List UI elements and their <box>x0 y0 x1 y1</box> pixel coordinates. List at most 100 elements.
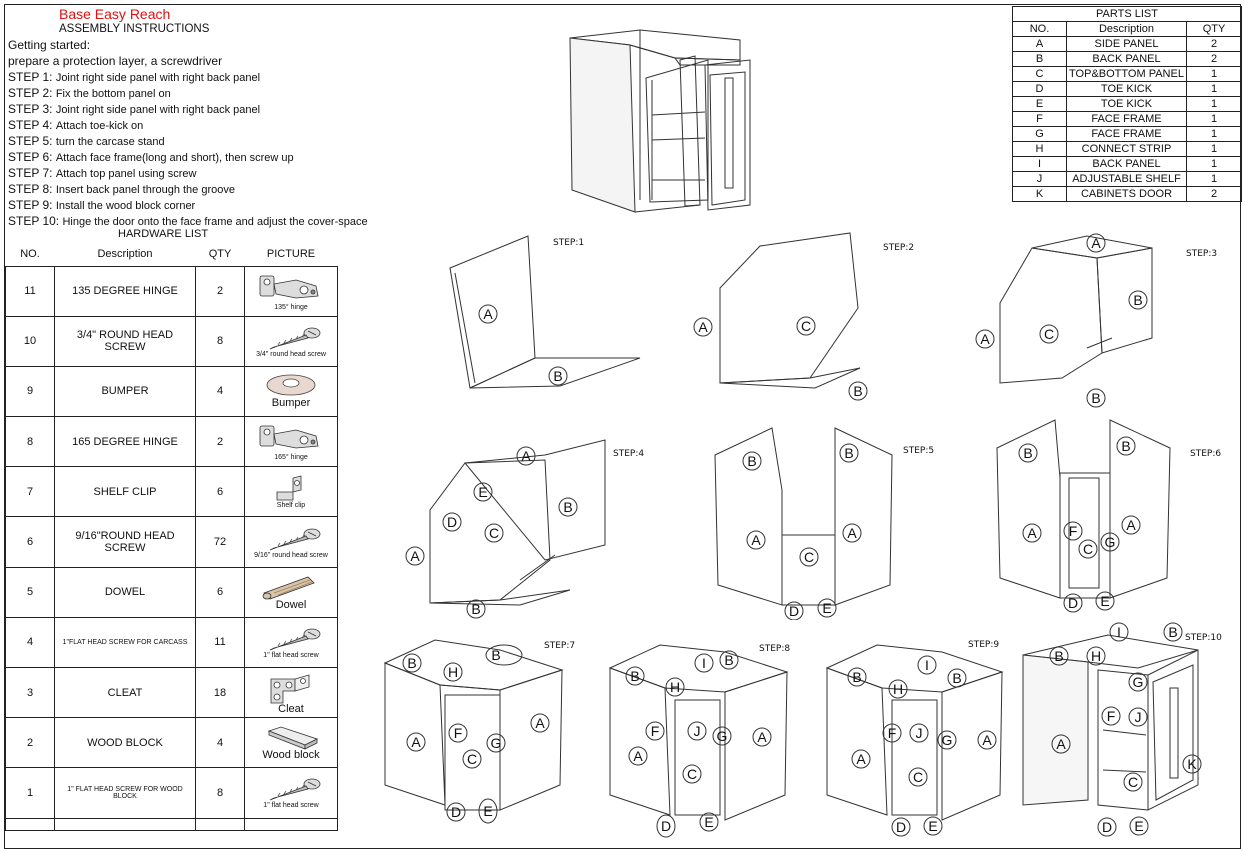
hardware-no: 4 <box>5 616 55 669</box>
part-i-label: I <box>702 655 706 671</box>
shelf-clip-icon <box>245 474 337 504</box>
part-d-label: D <box>1102 819 1112 835</box>
wood-block-icon <box>245 725 337 751</box>
part-b-label: B <box>491 647 500 663</box>
hardware-picture: 1" flat head screw <box>244 767 338 819</box>
blank-cell <box>244 817 338 831</box>
part-g-label: G <box>942 732 953 748</box>
part-e-label: E <box>928 818 937 834</box>
hardware-picture: 3/4" round head screw <box>244 315 338 367</box>
hardware-no: 10 <box>5 315 55 367</box>
instruction-head: STEP 5: <box>8 134 56 148</box>
instruction-head: Getting started: <box>8 38 91 52</box>
part-g-label: G <box>1133 674 1144 690</box>
step-2-label: STEP:2 <box>883 243 915 253</box>
part-g-label: G <box>1105 534 1116 550</box>
step-6-label: STEP:6 <box>1190 449 1222 459</box>
hardware-qty: 8 <box>195 315 245 367</box>
part-b-label: B <box>1121 438 1130 454</box>
instruction-line: STEP 7: Attach top panel using screw <box>8 166 388 182</box>
hw-col-description: Description <box>97 247 153 260</box>
parts-qty: 1 <box>1186 141 1242 157</box>
parts-qty: 1 <box>1186 126 1242 142</box>
parts-no: K <box>1012 186 1067 202</box>
blank-cell <box>54 817 196 831</box>
instruction-line: STEP 4: Attach toe-kick on <box>8 118 388 134</box>
parts-qty: 1 <box>1186 96 1242 112</box>
hardware-qty: 4 <box>195 717 245 769</box>
parts-qty: 1 <box>1186 156 1242 172</box>
instruction-text: Fix the bottom panel on <box>55 88 171 100</box>
parts-no: F <box>1012 111 1067 127</box>
part-e-label: E <box>822 600 831 616</box>
step-1-drawing: A B <box>449 235 641 389</box>
part-c-label: C <box>1044 326 1054 342</box>
parts-description: ADJUSTABLE SHELF <box>1066 171 1187 187</box>
hardware-picture-caption: 1" flat head screw <box>263 802 319 810</box>
hardware-picture-caption: 1" flat head screw <box>263 651 319 659</box>
hw-col-qty: QTY <box>208 247 232 260</box>
part-a-label: A <box>982 732 992 748</box>
part-b-label: B <box>852 669 861 685</box>
part-b-label: B <box>471 601 480 617</box>
hw-col-no: NO. <box>20 247 40 260</box>
part-b-label: B <box>1168 624 1177 640</box>
parts-description: CABINETS DOOR <box>1066 186 1187 202</box>
part-c-label: C <box>801 318 811 334</box>
instruction-head: STEP 4: <box>8 118 56 132</box>
hardware-no: 2 <box>5 717 55 769</box>
hardware-picture: Shelf clip <box>244 466 338 518</box>
part-a-label: A <box>1091 235 1101 251</box>
part-a-label: A <box>483 306 493 322</box>
step-7-drawing: B H B A F G A C D E <box>383 639 564 824</box>
part-a-label: A <box>757 729 767 745</box>
parts-qty: 1 <box>1186 66 1242 82</box>
hardware-picture-caption: 165° hinge <box>274 454 308 462</box>
instruction-head: STEP 10: <box>8 214 63 228</box>
part-d-label: D <box>451 804 461 820</box>
hardware-blank-row <box>5 817 338 831</box>
hinge-icon <box>245 422 337 456</box>
part-b-label: B <box>407 655 416 671</box>
instruction-text: turn the carcase stand <box>55 136 165 148</box>
part-j-label: J <box>916 725 923 741</box>
parts-no: G <box>1012 126 1067 142</box>
part-b-label: B <box>630 668 639 684</box>
part-f-label: F <box>454 725 463 741</box>
part-k-label: K <box>1187 756 1197 772</box>
part-b-label: B <box>553 368 562 384</box>
hardware-qty: 2 <box>195 265 245 317</box>
part-h-label: H <box>670 679 680 695</box>
parts-qty: 1 <box>1186 171 1242 187</box>
part-e-label: E <box>483 803 492 819</box>
instruction-text: Joint right side panel with right back p… <box>55 72 261 84</box>
hardware-description: WOOD BLOCK <box>54 717 196 769</box>
instruction-line: prepare a protection layer, a screwdrive… <box>8 54 388 70</box>
step-5-drawing: B B A A C D E <box>714 427 893 620</box>
part-b-label: B <box>1091 390 1100 406</box>
parts-description: BACK PANEL <box>1066 156 1187 172</box>
part-j-label: J <box>694 723 701 739</box>
hardware-description: BUMPER <box>54 365 196 418</box>
part-b-label: B <box>1133 292 1142 308</box>
step-2-drawing: A C B <box>693 232 868 401</box>
hardware-picture: Dowel <box>244 566 338 618</box>
hardware-description: 135 DEGREE HINGE <box>54 265 196 317</box>
part-h-label: H <box>448 664 458 680</box>
part-h-label: H <box>893 681 903 697</box>
step-8-drawing: B I B H F J G A A C D E <box>608 644 789 838</box>
part-a-label: A <box>1126 517 1136 533</box>
instruction-line: STEP 5: turn the carcase stand <box>8 134 388 150</box>
part-a-label: A <box>633 748 643 764</box>
hardware-picture-caption: Wood block <box>262 748 320 761</box>
instruction-line: STEP 3: Joint right side panel with righ… <box>8 102 388 118</box>
parts-description: TOE KICK <box>1066 81 1187 97</box>
